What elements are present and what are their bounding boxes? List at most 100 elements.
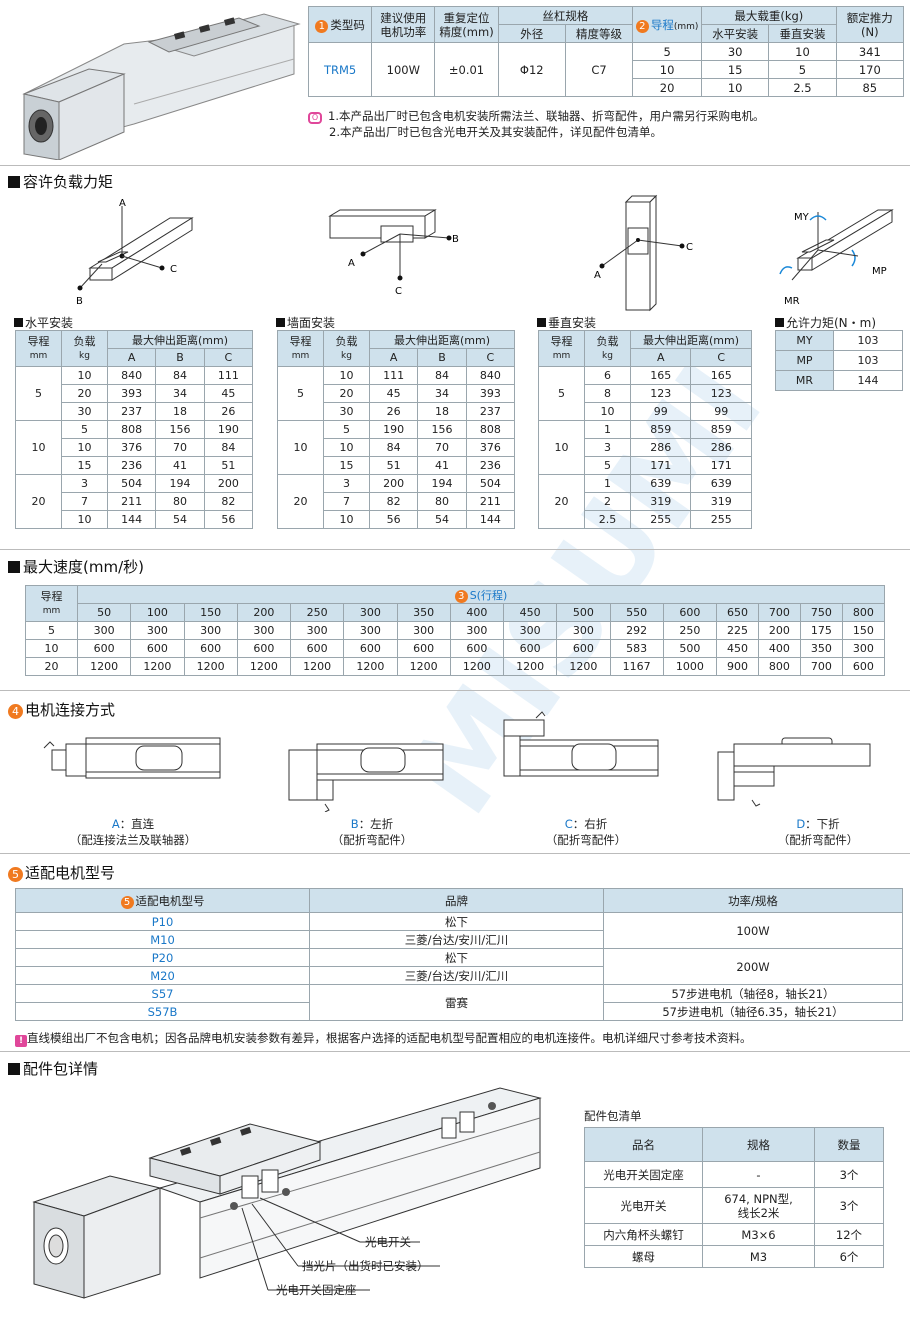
- speed-cell: 600: [289, 639, 345, 658]
- distance-cell: 237: [465, 402, 516, 421]
- speed-cell: 225: [716, 621, 759, 640]
- product-image: [22, 13, 301, 160]
- load-cell: 5: [61, 420, 108, 439]
- distance-cell: 34: [417, 384, 467, 403]
- load-cell: 30: [61, 402, 108, 421]
- speed-cell: 600: [183, 639, 238, 658]
- subtitle-vertical: 垂直安装: [537, 314, 596, 331]
- motor-model: S57: [15, 984, 310, 1003]
- note-icon: O: [308, 112, 322, 124]
- speed-cell: 600: [556, 639, 611, 658]
- header-col: C: [465, 348, 516, 367]
- speed-cell: 583: [609, 639, 664, 658]
- distance-cell: 56: [368, 510, 419, 529]
- divider: [0, 1051, 910, 1052]
- lead-cell: 10: [15, 420, 62, 475]
- distance-cell: 236: [106, 456, 157, 475]
- speed-cell: 1200: [183, 657, 238, 676]
- distance-cell: 286: [690, 438, 752, 457]
- table-parts: 品名 规格 数量 光电开关固定座 - 3个 光电开关 674, NPN型, 线长…: [584, 1127, 884, 1268]
- speed-cell: 800: [757, 657, 801, 676]
- distance-cell: 123: [629, 384, 692, 403]
- header-stroke-value: 700: [757, 603, 801, 622]
- h-load-cell: 30: [701, 42, 770, 61]
- distance-cell: 165: [690, 366, 752, 385]
- header-distance: 最大伸出距离(mm): [107, 330, 253, 349]
- load-cell: 10: [323, 510, 370, 529]
- header-stroke-value: 450: [502, 603, 558, 622]
- lead-cell: 20: [538, 474, 585, 529]
- speed-cell: 250: [662, 621, 718, 640]
- load-cell: 10: [323, 438, 370, 457]
- motor-model: M10: [15, 930, 310, 949]
- speed-cell: 300: [343, 621, 398, 640]
- part-name: 光电开关固定座: [584, 1161, 703, 1188]
- distance-cell: 211: [465, 492, 516, 511]
- speed-cell: 600: [502, 639, 558, 658]
- speed-cell: 1200: [343, 657, 398, 676]
- diagram-wall: A B C: [328, 209, 459, 297]
- connect-d-label: D：下折 （配折弯配件）: [777, 817, 859, 847]
- speed-cell: 300: [556, 621, 611, 640]
- label-my: MY: [794, 212, 810, 223]
- distance-cell: 70: [155, 438, 205, 457]
- lead-cell: 5: [15, 366, 62, 421]
- distance-cell: 41: [417, 456, 467, 475]
- thrust-cell: 341: [835, 42, 905, 61]
- load-cell: 3: [323, 474, 370, 493]
- header-stroke-value: 150: [183, 603, 238, 622]
- speed-cell: 300: [449, 621, 505, 640]
- lead-cell: 5: [25, 621, 78, 640]
- speed-cell: 600: [841, 657, 886, 676]
- subtitle-allow: 允许力矩(N・m): [775, 314, 876, 331]
- distance-cell: 84: [368, 438, 419, 457]
- distance-cell: 18: [155, 402, 205, 421]
- motor-note: !直线模组出厂不包含电机；因各品牌电机安装参数有差异，根据客户选择的适配电机型号…: [15, 1030, 752, 1047]
- load-cell: 1: [584, 474, 631, 493]
- distance-cell: 111: [368, 366, 419, 385]
- motor-brand: 三菱/台达/安川/汇川: [309, 930, 604, 949]
- motor-brand: 三菱/台达/安川/汇川: [309, 966, 604, 985]
- distance-cell: 376: [465, 438, 516, 457]
- allow-value: 103: [833, 330, 903, 351]
- load-cell: 5: [323, 420, 370, 439]
- distance-cell: 255: [690, 510, 752, 529]
- distance-cell: 156: [417, 420, 467, 439]
- section-title-moment: 容许负载力矩: [8, 171, 113, 192]
- part-spec: 674, NPN型, 线长2米: [702, 1187, 815, 1224]
- load-cell: 1: [584, 420, 631, 439]
- spec-note-2: 2.本产品出厂时已包含光电开关及其安装配件，详见配件包清单。: [329, 125, 662, 139]
- load-cell: 20: [323, 384, 370, 403]
- lead-cell: 10: [632, 60, 703, 79]
- callout-shutter: 挡光片（出货时已安装）: [302, 1259, 429, 1273]
- diagram-horizontal: A C B: [76, 198, 194, 307]
- distance-cell: 286: [629, 438, 692, 457]
- header-diameter: 外径: [497, 24, 566, 43]
- part-qty: 3个: [814, 1161, 884, 1188]
- motor-model: P20: [15, 948, 310, 967]
- distance-cell: 45: [368, 384, 419, 403]
- diameter: Φ12: [497, 42, 566, 97]
- distance-cell: 54: [155, 510, 205, 529]
- load-cell: 5: [584, 456, 631, 475]
- divider: [0, 165, 910, 166]
- load-cell: 10: [61, 366, 108, 385]
- distance-cell: 190: [203, 420, 254, 439]
- distance-cell: 840: [465, 366, 516, 385]
- header-col: A: [629, 348, 692, 367]
- distance-cell: 237: [106, 402, 157, 421]
- callout-bracket: 光电开关固定座: [276, 1283, 357, 1297]
- distance-cell: 639: [690, 474, 752, 493]
- motor-model: M20: [15, 966, 310, 985]
- module-drawing: [32, 1087, 542, 1299]
- label-b: B: [76, 296, 83, 307]
- motor-model: P10: [15, 912, 310, 931]
- distance-cell: 840: [106, 366, 157, 385]
